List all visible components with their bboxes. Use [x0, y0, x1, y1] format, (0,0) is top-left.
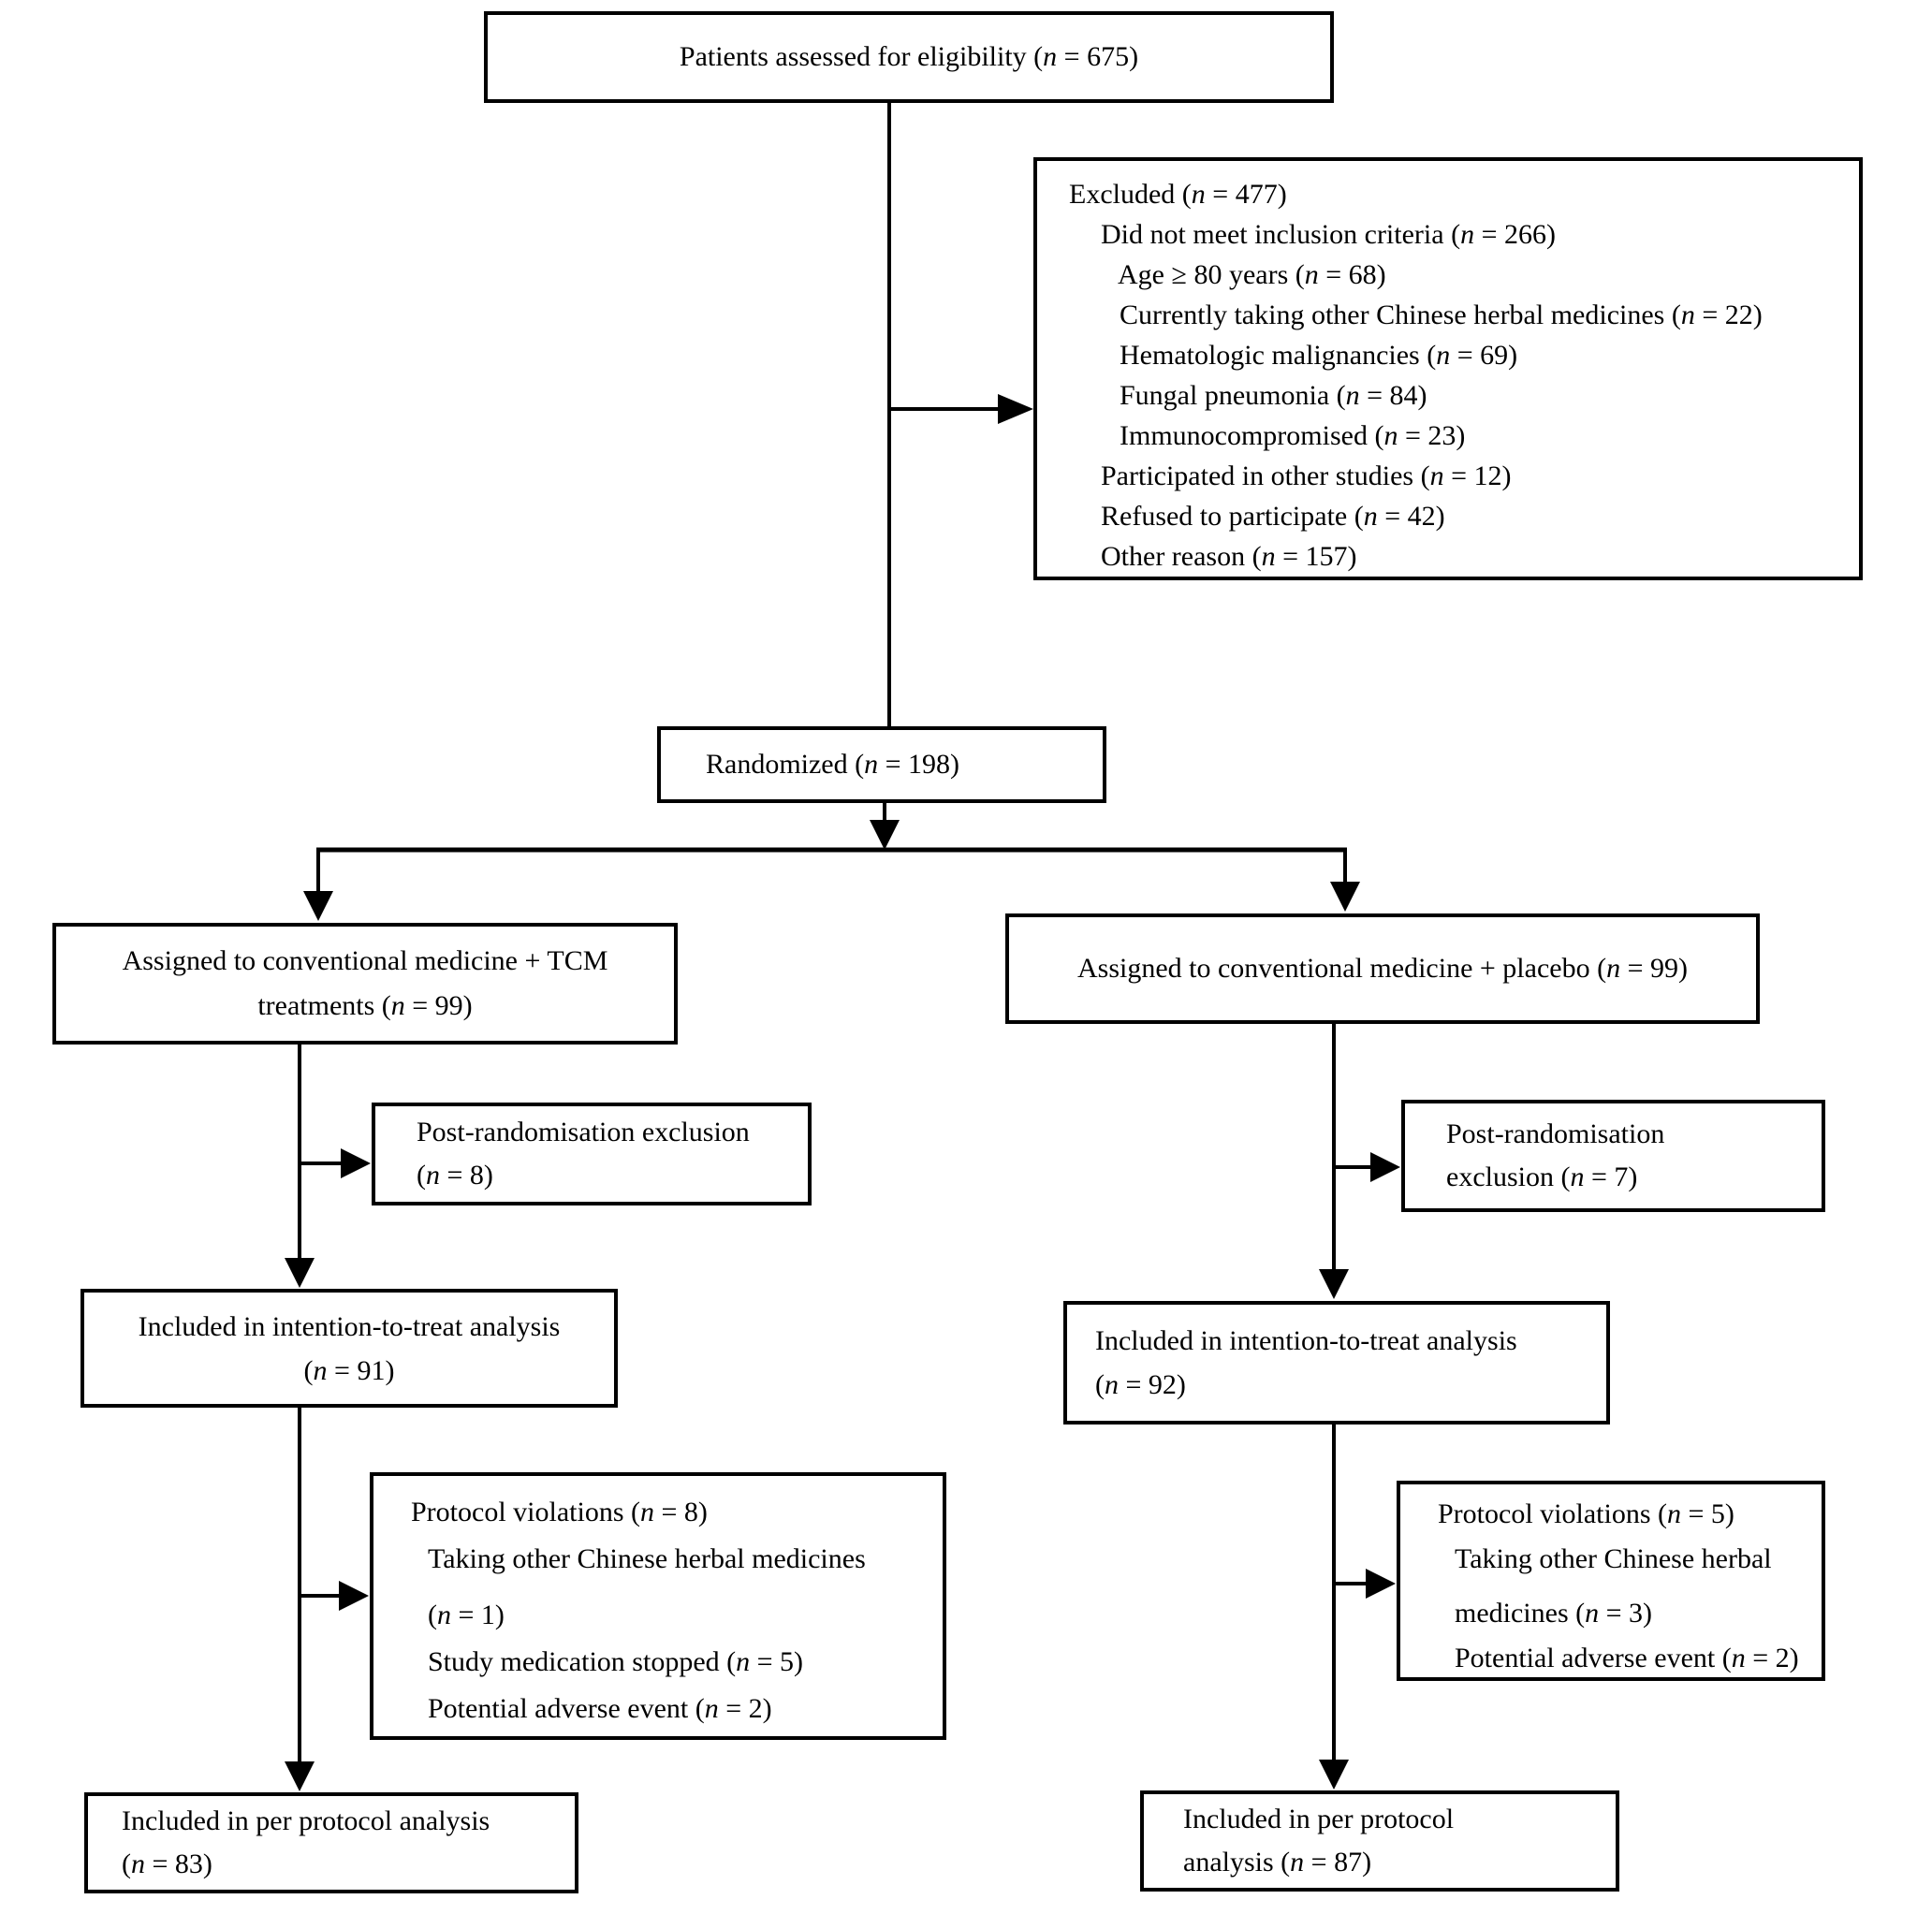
n-symbol: n: [1043, 41, 1058, 72]
box-post-randomisation-exclusion-tcm: Post-randomisation exclusion (n = 8): [372, 1103, 812, 1205]
arrow-to-violations-placebo: [1334, 1569, 1396, 1599]
arrow-to-postrand-placebo: [1334, 1152, 1400, 1182]
flow-line: Excluded (n = 477): [1069, 179, 1287, 210]
n-symbol: n: [1383, 420, 1398, 451]
flow-line: (n = 83): [122, 1848, 212, 1879]
flow-line: Included in intention-to-treat analysis: [1095, 1325, 1517, 1356]
box-intention-to-treat-tcm: Included in intention-to-treat analysis (…: [80, 1289, 618, 1408]
flow-line: (n = 8): [417, 1160, 493, 1191]
n-symbol: n: [1570, 1162, 1585, 1192]
flow-line: Assigned to conventional medicine + TCM: [122, 945, 608, 976]
box-protocol-violations-placebo: Protocol violations (n = 5) Taking other …: [1397, 1481, 1825, 1681]
n-symbol: n: [1290, 1847, 1305, 1877]
arrow-assign-placebo-to-itt: [1319, 1024, 1349, 1299]
flow-line: Taking other Chinese herbal: [1455, 1543, 1772, 1574]
flow-line: (n = 92): [1095, 1369, 1186, 1400]
n-symbol: n: [640, 1497, 654, 1527]
box-per-protocol-analysis-tcm: Included in per protocol analysis (n = 83…: [84, 1792, 578, 1893]
flow-line: Protocol violations (n = 5): [1438, 1498, 1734, 1529]
arrow-assign-tcm-to-itt: [285, 1045, 315, 1288]
flow-line: Did not meet inclusion criteria (n = 266…: [1101, 219, 1556, 250]
n-symbol: n: [1667, 1498, 1681, 1529]
flow-line: Hematologic malignancies (n = 69): [1120, 340, 1518, 371]
arrow-to-postrand-tcm: [300, 1148, 371, 1178]
flow-line: Participated in other studies (n = 12): [1101, 460, 1512, 491]
flow-line: Taking other Chinese herbal medicines: [428, 1543, 866, 1574]
n-symbol: n: [1363, 501, 1378, 532]
arrow-itt-tcm-to-perprotocol: [285, 1408, 315, 1791]
n-symbol: n: [1606, 953, 1621, 984]
arrow-to-excluded: [889, 394, 1033, 424]
box-patients-assessed-for-eligibility: Patients assessed for eligibility (n = 6…: [484, 11, 1334, 103]
flow-line: Immunocompromised (n = 23): [1120, 420, 1466, 451]
n-symbol: n: [864, 749, 879, 780]
arrow-itt-placebo-to-perprotocol: [1319, 1425, 1349, 1790]
flow-line: Potential adverse event (n = 2): [428, 1693, 772, 1724]
n-symbol: n: [1436, 340, 1451, 371]
n-symbol: n: [736, 1646, 751, 1677]
n-symbol: n: [1680, 300, 1695, 330]
n-symbol: n: [1460, 219, 1475, 250]
flow-line: exclusion (n = 7): [1446, 1162, 1638, 1192]
n-symbol: n: [1585, 1598, 1600, 1629]
n-symbol: n: [1731, 1643, 1746, 1673]
box-assigned-conventional-plus-tcm: Assigned to conventional medicine + TCM t…: [52, 923, 678, 1045]
flow-line: Included in intention-to-treat analysis: [138, 1310, 561, 1342]
arrow-to-violations-tcm: [300, 1581, 369, 1611]
flow-line: Post-randomisation: [1446, 1118, 1665, 1149]
flow-line: Study medication stopped (n = 5): [428, 1646, 804, 1677]
flow-line: Other reason (n = 157): [1101, 541, 1357, 572]
n-symbol: n: [1429, 460, 1444, 491]
arrow-branch-to-assign-placebo: [1330, 850, 1360, 912]
flow-line: Assigned to conventional medicine + plac…: [1076, 953, 1689, 984]
n-symbol: n: [1191, 179, 1206, 210]
n-symbol: n: [704, 1693, 719, 1724]
flow-line: Potential adverse event (n = 2): [1455, 1643, 1799, 1673]
n-symbol: n: [437, 1600, 451, 1630]
flow-line: Included in per protocol: [1183, 1804, 1455, 1834]
flow-line: (n = 1): [428, 1600, 505, 1630]
box-protocol-violations-tcm: Protocol violations (n = 8) Taking other …: [370, 1472, 946, 1740]
flow-line: Patients assessed for eligibility (n = 6…: [679, 41, 1139, 72]
n-symbol: n: [131, 1848, 145, 1879]
flow-line: medicines (n = 3): [1455, 1598, 1653, 1629]
n-symbol: n: [1304, 259, 1319, 290]
n-symbol: n: [1105, 1369, 1119, 1400]
flow-line: Included in per protocol analysis: [122, 1805, 490, 1836]
flow-line: Post-randomisation exclusion: [417, 1117, 750, 1147]
box-excluded: Excluded (n = 477) Did not meet inclusion…: [1033, 157, 1863, 580]
flow-line: Fungal pneumonia (n = 84): [1120, 380, 1427, 411]
n-symbol: n: [1345, 380, 1360, 411]
flow-line: Age ≥ 80 years (n = 68): [1118, 259, 1386, 290]
flow-line: Refused to participate (n = 42): [1101, 501, 1445, 532]
arrow-randomized-to-branch: [870, 803, 900, 850]
box-intention-to-treat-placebo: Included in intention-to-treat analysis (…: [1063, 1301, 1610, 1425]
box-post-randomisation-exclusion-placebo: Post-randomisation exclusion (n = 7): [1401, 1100, 1825, 1212]
flow-line: Currently taking other Chinese herbal me…: [1120, 300, 1763, 330]
n-symbol: n: [1261, 541, 1276, 572]
n-symbol: n: [390, 990, 405, 1021]
n-symbol: n: [426, 1160, 440, 1191]
box-assigned-conventional-plus-placebo: Assigned to conventional medicine + plac…: [1005, 913, 1760, 1024]
flow-line: Randomized (n = 198): [706, 749, 960, 780]
flow-line: analysis (n = 87): [1183, 1847, 1372, 1877]
flow-line: (n = 91): [303, 1354, 395, 1386]
arrow-branch-to-assign-tcm: [303, 850, 333, 921]
flow-line: treatments (n = 99): [257, 990, 473, 1021]
flow-line: Protocol violations (n = 8): [411, 1497, 708, 1527]
n-symbol: n: [313, 1354, 328, 1386]
box-per-protocol-analysis-placebo: Included in per protocol analysis (n = 87…: [1140, 1790, 1619, 1892]
box-randomized: Randomized (n = 198): [657, 726, 1106, 803]
